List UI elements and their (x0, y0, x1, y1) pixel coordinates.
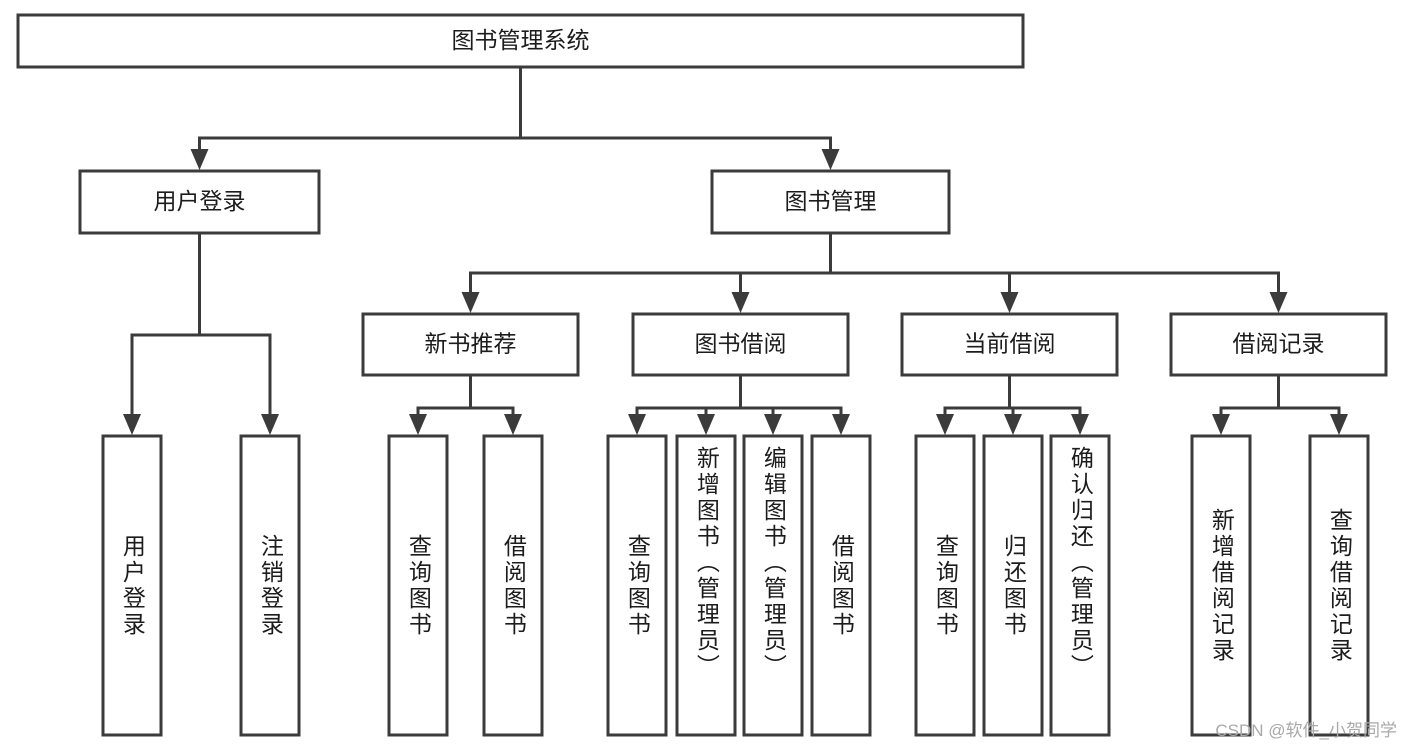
node-box-leaf-2[interactable] (239, 434, 301, 737)
node-box-login[interactable] (78, 169, 321, 235)
node-box-leaf-6[interactable] (675, 434, 737, 737)
arrow-head-leaf-9 (936, 414, 954, 435)
node-box-leaf-10[interactable] (982, 434, 1044, 737)
arrow-head-borrow (731, 292, 750, 313)
node-box-leaf-3[interactable] (387, 434, 449, 737)
node-label-borrow: 图书借阅 (695, 331, 787, 357)
arrow-head-leaf-11 (1071, 414, 1089, 435)
node-box-root[interactable] (16, 13, 1025, 69)
node-box-leaf-12[interactable] (1190, 434, 1252, 737)
node-label-bookmgmt: 图书管理 (785, 188, 877, 214)
arrow-head-leaf-4 (504, 414, 522, 435)
watermark-text: CSDN @软件_小贺同学 (1215, 721, 1397, 740)
node-box-leaf-13[interactable] (1308, 434, 1370, 737)
node-label-current: 当前借阅 (964, 331, 1056, 357)
arrow-head-bookmgmt (821, 149, 840, 170)
arrow-head-newbook (461, 292, 480, 313)
arrow-head-leaf-3 (409, 414, 427, 435)
node-box-borrow[interactable] (631, 312, 850, 377)
node-box-leaf-11[interactable] (1049, 434, 1111, 737)
arrow-head-leaf-5 (628, 414, 646, 435)
node-label-newbook: 新书推荐 (425, 331, 517, 357)
node-label-root: 图书管理系统 (452, 27, 590, 53)
node-box-bookmgmt[interactable] (710, 169, 951, 235)
arrow-head-leaf-2 (261, 414, 279, 435)
arrow-head-login (190, 149, 209, 170)
node-box-leaf-1[interactable] (101, 434, 163, 737)
arrow-head-leaf-8 (832, 414, 850, 435)
node-box-leaf-5[interactable] (606, 434, 668, 737)
node-box-newbook[interactable] (361, 312, 580, 377)
arrow-head-leaf-1 (123, 414, 141, 435)
arrow-head-leaf-7 (764, 414, 782, 435)
arrow-head-leaf-10 (1004, 414, 1022, 435)
arrow-head-records (1269, 292, 1288, 313)
edges-layer (123, 65, 1348, 435)
node-box-leaf-7[interactable] (742, 434, 804, 737)
node-box-current[interactable] (900, 312, 1119, 377)
node-box-leaf-9[interactable] (914, 434, 976, 737)
arrow-head-leaf-13 (1330, 414, 1348, 435)
arrow-head-leaf-6 (697, 414, 715, 435)
arrow-head-current (1000, 292, 1019, 313)
node-label-login: 用户登录 (154, 188, 246, 214)
node-box-leaf-4[interactable] (482, 434, 544, 737)
node-box-leaf-8[interactable] (810, 434, 872, 737)
node-label-records: 借阅记录 (1233, 331, 1325, 357)
arrow-head-leaf-12 (1212, 414, 1230, 435)
boxes-layer (16, 13, 1388, 737)
node-box-records[interactable] (1169, 312, 1388, 377)
